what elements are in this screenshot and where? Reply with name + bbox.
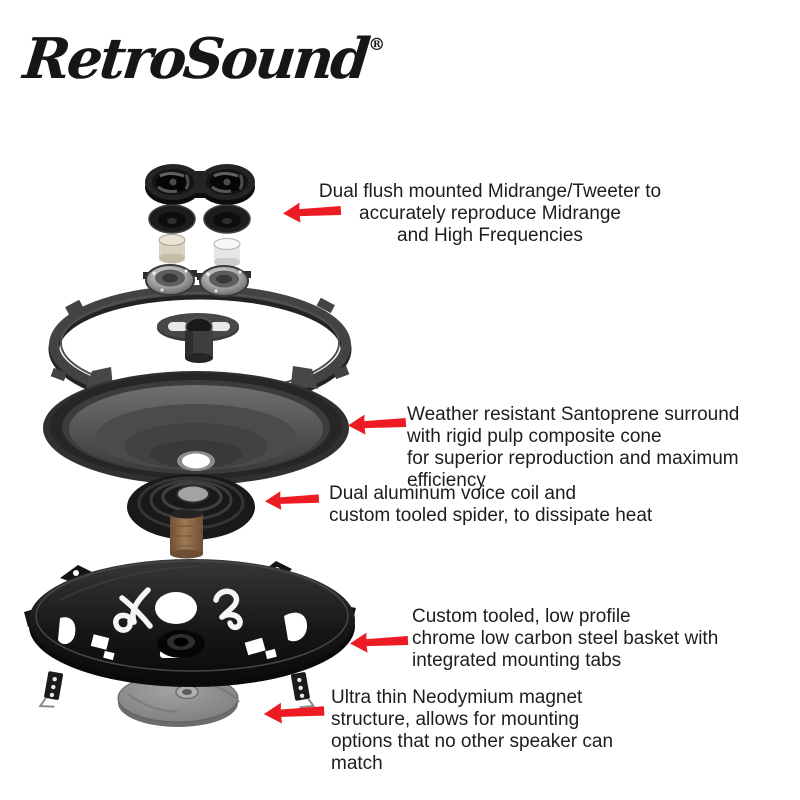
tweeter-cups — [143, 264, 251, 297]
tweeter-magnet-slugs — [158, 234, 241, 268]
annotation-line: for superior reproduction and maximum ef… — [407, 448, 739, 491]
annotation-line: chrome low carbon steel basket with — [412, 628, 719, 649]
registered-trademark-icon: ® — [368, 35, 386, 55]
annotation-line: match — [331, 753, 383, 774]
annotation-steel-basket: Custom tooled, low profile chrome low ca… — [412, 606, 742, 672]
speaker-cone — [43, 366, 349, 485]
annotation-line: custom tooled spider, to dissipate heat — [329, 505, 653, 526]
arrow-magnet-icon — [263, 702, 325, 724]
annotation-line: Ultra thin Neodymium magnet — [331, 687, 583, 708]
mounting-bracket — [157, 313, 239, 363]
annotation-line: Weather resistant Santoprene surround — [407, 404, 740, 425]
annotation-surround-cone: Weather resistant Santoprene surround wi… — [407, 404, 797, 492]
neodymium-magnet — [117, 673, 240, 727]
spider — [127, 474, 255, 540]
annotation-line: Dual flush mounted Midrange/Tweeter to — [318, 181, 662, 202]
annotation-midrange-tweeter: Dual flush mounted Midrange/Tweeter to a… — [300, 181, 680, 247]
terminal-left — [38, 671, 63, 708]
tweeter-grille — [145, 164, 255, 205]
speaker-exploded-diagram — [24, 164, 356, 727]
annotation-line: options that no other speaker can — [331, 731, 614, 752]
annotation-line: accurately reproduce Midrange — [359, 203, 621, 224]
annotation-line: with rigid pulp composite cone — [407, 426, 662, 447]
annotation-line: integrated mounting tabs — [412, 650, 622, 671]
annotation-voice-coil-spider: Dual aluminum voice coil and custom tool… — [329, 483, 689, 527]
voice-coil — [170, 509, 203, 559]
annotation-line: Custom tooled, low profile — [412, 606, 631, 627]
annotation-neodymium-magnet: Ultra thin Neodymium magnet structure, a… — [331, 687, 661, 775]
annotation-line: Dual aluminum voice coil and — [329, 483, 577, 504]
steel-basket — [24, 559, 356, 687]
midrange-diaphragms — [148, 204, 251, 234]
logo-text: RetroSound — [20, 26, 371, 92]
annotation-line: structure, allows for mounting — [331, 709, 580, 730]
retrosound-logo: RetroSound® — [17, 26, 385, 126]
terminal-right — [290, 672, 316, 709]
arrow-surround-cone-icon — [348, 414, 407, 435]
arrow-basket-icon — [350, 632, 409, 653]
arrow-midrange-tweeter-icon — [283, 202, 342, 223]
arrow-voice-coil-icon — [265, 491, 320, 510]
left-arrow-shape — [283, 202, 342, 223]
annotation-line: and High Frequencies — [397, 225, 583, 246]
